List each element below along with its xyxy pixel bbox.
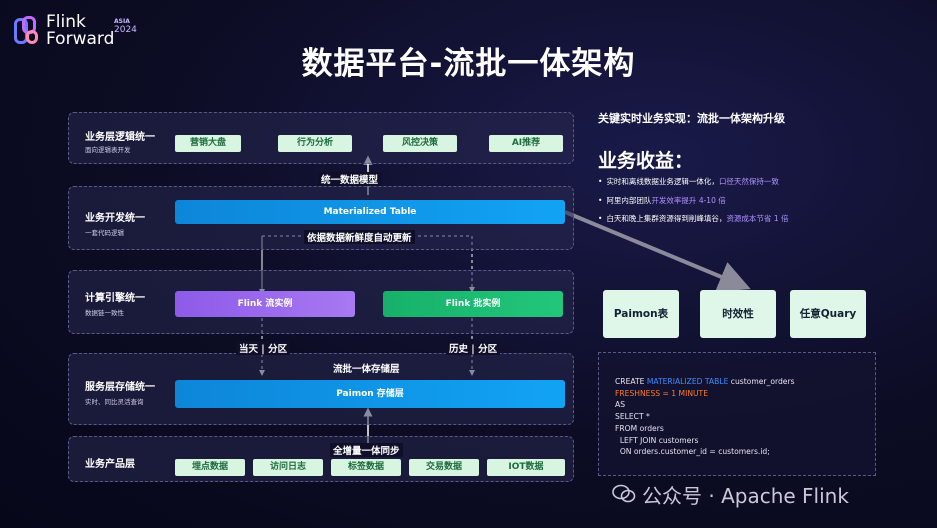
benefit-highlight: 口径天然保持一致 [718, 177, 779, 186]
label-today-partition: 当天 | 分区 [236, 341, 291, 355]
layer-dev-unify: 业务开发统一 一套代码逻辑 Materialized Table [68, 186, 574, 250]
flink-forward-logo: Flink Forward ASIA 2024 [14, 14, 137, 54]
card-any-query: 任意Quary [790, 290, 866, 338]
code-as: AS [615, 400, 626, 410]
right-heading: 关键实时业务实现：流批一体架构升级 [598, 112, 785, 125]
logo-line1: Flink [46, 12, 86, 32]
paimon-storage-bar: Paimon 存储层 [175, 380, 565, 408]
item-marketing: 营销大盘 [175, 135, 241, 152]
benefits-title: 业务收益： [598, 150, 694, 172]
label-auto-refresh: 依据数据新鲜度自动更新 [304, 230, 415, 244]
benefit-bullet: •阿里内部团队开发效率提升 4-10 倍 [598, 195, 726, 206]
bullet-dot: • [598, 196, 603, 205]
benefit-highlight: 开发效率提升 4-10 倍 [651, 196, 726, 205]
code-table-name: customer_orders [728, 377, 795, 386]
wechat-icon [612, 484, 636, 503]
layer-title: 业务产品层 [85, 459, 135, 470]
logo-badge-region: ASIA [114, 18, 130, 25]
card-paimon-table: Paimon表 [603, 290, 679, 338]
flink-batch-instance: Flink 批实例 [383, 291, 563, 317]
arrow-to-cards [564, 210, 751, 292]
flink-stream-instance: Flink 流实例 [175, 291, 355, 317]
layer-title: 业务层逻辑统一 [85, 132, 155, 143]
benefit-bullet: •白天和晚上集群资源得到削峰填谷，资源成本节省 1 倍 [598, 213, 788, 224]
layer-title: 业务开发统一 [85, 213, 145, 224]
label-unified-model: 统一数据模型 [318, 172, 382, 186]
layer-business-logic: 业务层逻辑统一 面向逻辑表开发 营销大盘 行为分析 风控决策 AI推荐 [68, 112, 574, 164]
label-storage-layer: 流批一体存储层 [333, 364, 400, 375]
flink-logo-icon [14, 16, 42, 46]
item-tag: 标签数据 [331, 459, 401, 476]
code-create: CREATE [615, 377, 647, 386]
logo-badge: ASIA 2024 [114, 18, 138, 35]
layer-title: 服务层存储统一 [85, 382, 155, 393]
layer-product: 业务产品层 埋点数据 访问日志 标签数据 交易数据 IOT数据 [68, 436, 574, 482]
logo-line2: Forward [46, 29, 115, 49]
bullet-dot: • [598, 214, 603, 223]
code-join: LEFT JOIN customers [615, 435, 699, 445]
code-select: SELECT * [615, 412, 650, 422]
item-risk: 风控决策 [383, 135, 457, 152]
item-iot: IOT数据 [487, 459, 565, 476]
benefit-text: 阿里内部团队 [606, 196, 652, 205]
code-on: ON orders.customer_id = customers.id; [615, 447, 770, 457]
layer-storage: 服务层存储统一 实时、同比灵活查询 Paimon 存储层 [68, 353, 574, 425]
layer-subtitle: 面向逻辑表开发 [85, 146, 131, 154]
page-title: 数据平台-流批一体架构 [301, 46, 636, 82]
benefit-bullet: •实时和离线数据业务逻辑一体化，口径天然保持一致 [598, 176, 779, 187]
layer-compute: 计算引擎统一 数据链一致性 Flink 流实例 Flink 批实例 [68, 270, 574, 334]
label-sync: 全增量一体同步 [330, 443, 403, 457]
item-trade: 交易数据 [409, 459, 479, 476]
bullet-dot: • [598, 177, 603, 186]
label-history-partition: 历史 | 分区 [446, 341, 501, 355]
item-behavior: 行为分析 [278, 135, 352, 152]
item-access-log: 访问日志 [253, 459, 323, 476]
code-from: FROM orders [615, 423, 664, 433]
item-tracking: 埋点数据 [175, 459, 245, 476]
benefit-text: 白天和晚上集群资源得到削峰填谷， [606, 214, 727, 223]
layer-title: 计算引擎统一 [85, 293, 145, 304]
benefit-highlight: 资源成本节省 1 倍 [726, 214, 789, 223]
benefit-text: 实时和离线数据业务逻辑一体化， [606, 177, 719, 186]
layer-subtitle: 一套代码逻辑 [85, 229, 124, 237]
materialized-table-bar: Materialized Table [175, 200, 565, 224]
watermark: 公众号 · Apache Flink [642, 484, 849, 508]
sql-code-block: CREATE MATERIALIZED TABLE customer_order… [598, 352, 876, 476]
layer-subtitle: 数据链一致性 [85, 309, 124, 317]
code-freshness: FRESHNESS = 1 MINUTE [615, 388, 708, 398]
logo-wordmark: Flink Forward [46, 14, 114, 48]
code-keyword-mt: MATERIALIZED TABLE [646, 377, 729, 386]
layer-subtitle: 实时、同比灵活查询 [85, 398, 144, 406]
logo-badge-year: 2024 [114, 25, 137, 35]
card-timeliness: 时效性 [700, 290, 776, 338]
item-ai: AI推荐 [489, 135, 563, 152]
